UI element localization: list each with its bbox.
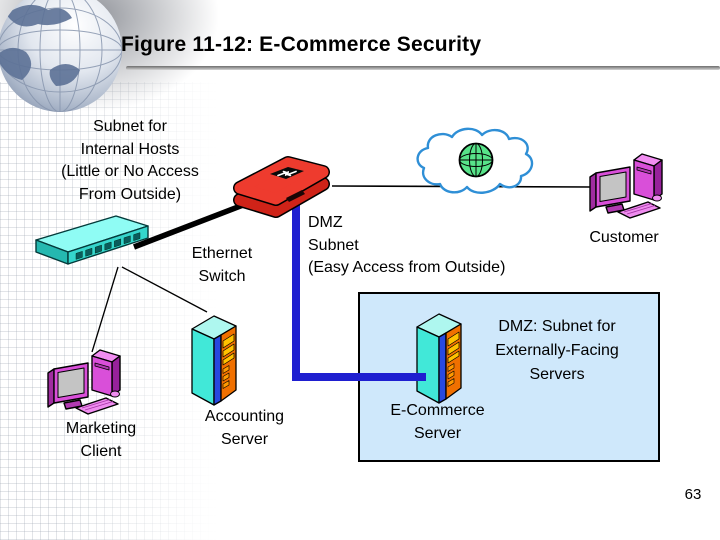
ethernet-switch-icon: [35, 215, 149, 265]
globe-logo-icon: [0, 0, 122, 112]
marketing-client-label: Marketing Client: [65, 420, 137, 460]
switch-ports: [75, 232, 141, 260]
ethernet-switch-label: Ethernet Switch: [191, 245, 253, 285]
dmz-subnet-label: DMZ Subnet (Easy Access from Outside): [308, 214, 506, 277]
accounting-server-label: Accounting Server: [204, 408, 285, 448]
background-grid-pattern: [0, 82, 235, 540]
line-switch-accounting: [121, 266, 208, 313]
line-switch-router: [133, 197, 257, 250]
page-number: 63: [684, 486, 702, 503]
line-switch-marketing: [91, 266, 119, 353]
router-icon: [233, 156, 330, 218]
page-title: Figure 11-12: E-Commerce Security: [121, 33, 482, 56]
internet-cloud-icon: [416, 127, 534, 194]
dmz-box-label: DMZ: Subnet for Externally-Facing Server…: [495, 318, 619, 383]
title-divider: [126, 66, 720, 70]
router-cable-slot: [286, 190, 305, 202]
internal-subnet-label: Subnet for Internal Hosts (Little or No …: [61, 118, 199, 204]
globe-icon: [458, 142, 494, 178]
customer-label: Customer: [589, 229, 659, 246]
ecommerce-server-label: E-Commerce Server: [390, 402, 485, 442]
